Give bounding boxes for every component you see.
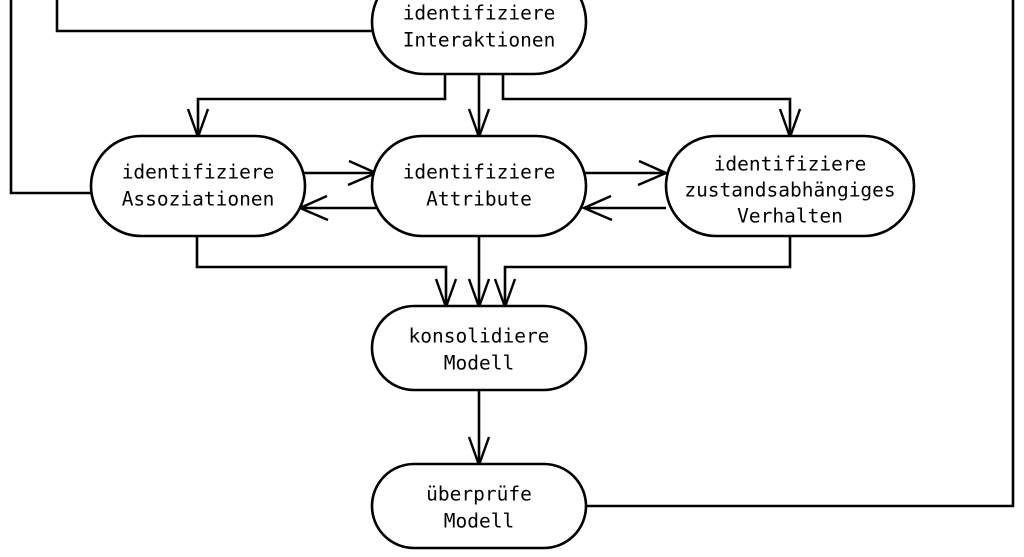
node-ueberpruefe-modell[interactable]: überprüfe Modell [370, 462, 588, 550]
node-identifiziere-zustandsabhaengiges-verhalten-line3: Verhalten [737, 205, 843, 228]
node-identifiziere-assoziationen-line2: Assoziationen [122, 188, 275, 211]
edge-offscreen-left-rail [9, 0, 98, 195]
edge-assoziationen-to-konsolidiere [195, 236, 448, 306]
node-identifiziere-interaktionen-shape [370, 0, 588, 76]
node-identifiziere-assoziationen-line1: identifiziere [122, 161, 275, 184]
node-identifiziere-attribute-shape [370, 134, 588, 238]
node-identifiziere-interaktionen-line2: Interaktionen [403, 29, 556, 52]
node-konsolidiere-modell-shape [370, 304, 588, 392]
edge-ueberpruefe-loop-right [586, 0, 1015, 508]
node-identifiziere-interaktionen[interactable]: identifiziere Interaktionen [370, 0, 588, 76]
node-konsolidiere-modell[interactable]: konsolidiere Modell [370, 304, 588, 392]
node-identifiziere-interaktionen-line1: identifiziere [403, 2, 556, 25]
node-konsolidiere-modell-line2: Modell [444, 352, 514, 375]
node-ueberpruefe-modell-line1: überprüfe [426, 483, 532, 506]
edge-interaktionen-to-zustandsverhalten [501, 74, 792, 136]
node-identifiziere-zustandsabhaengiges-verhalten-shape [664, 134, 916, 238]
edge-zustandsverhalten-to-konsolidiere [503, 236, 792, 306]
node-ueberpruefe-modell-line2: Modell [444, 510, 514, 533]
node-identifiziere-attribute-line1: identifiziere [403, 161, 556, 184]
node-identifiziere-assoziationen[interactable]: identifiziere Assoziationen [89, 134, 307, 238]
node-identifiziere-zustandsabhaengiges-verhalten-line1: identifiziere [714, 153, 867, 176]
node-identifiziere-assoziationen-shape [89, 134, 307, 238]
arrowhead-attribute-to-zustandsverhalten [637, 159, 669, 187]
edge-layer [9, 0, 1015, 508]
edge-interaktionen-to-assoziationen [196, 74, 447, 136]
node-identifiziere-zustandsabhaengiges-verhalten-line2: zustandsabhängiges [684, 179, 895, 202]
node-identifiziere-attribute[interactable]: identifiziere Attribute [370, 134, 588, 238]
node-konsolidiere-modell-line1: konsolidiere [409, 325, 550, 348]
arrowhead-zustandsverhalten-to-attribute [581, 194, 613, 222]
node-ueberpruefe-modell-shape [370, 462, 588, 550]
edge-interaktionen-loop-left [55, 0, 372, 33]
node-identifiziere-attribute-line2: Attribute [426, 188, 532, 211]
node-identifiziere-zustandsabhaengiges-verhalten[interactable]: identifiziere zustandsabhängiges Verhalt… [664, 134, 916, 238]
